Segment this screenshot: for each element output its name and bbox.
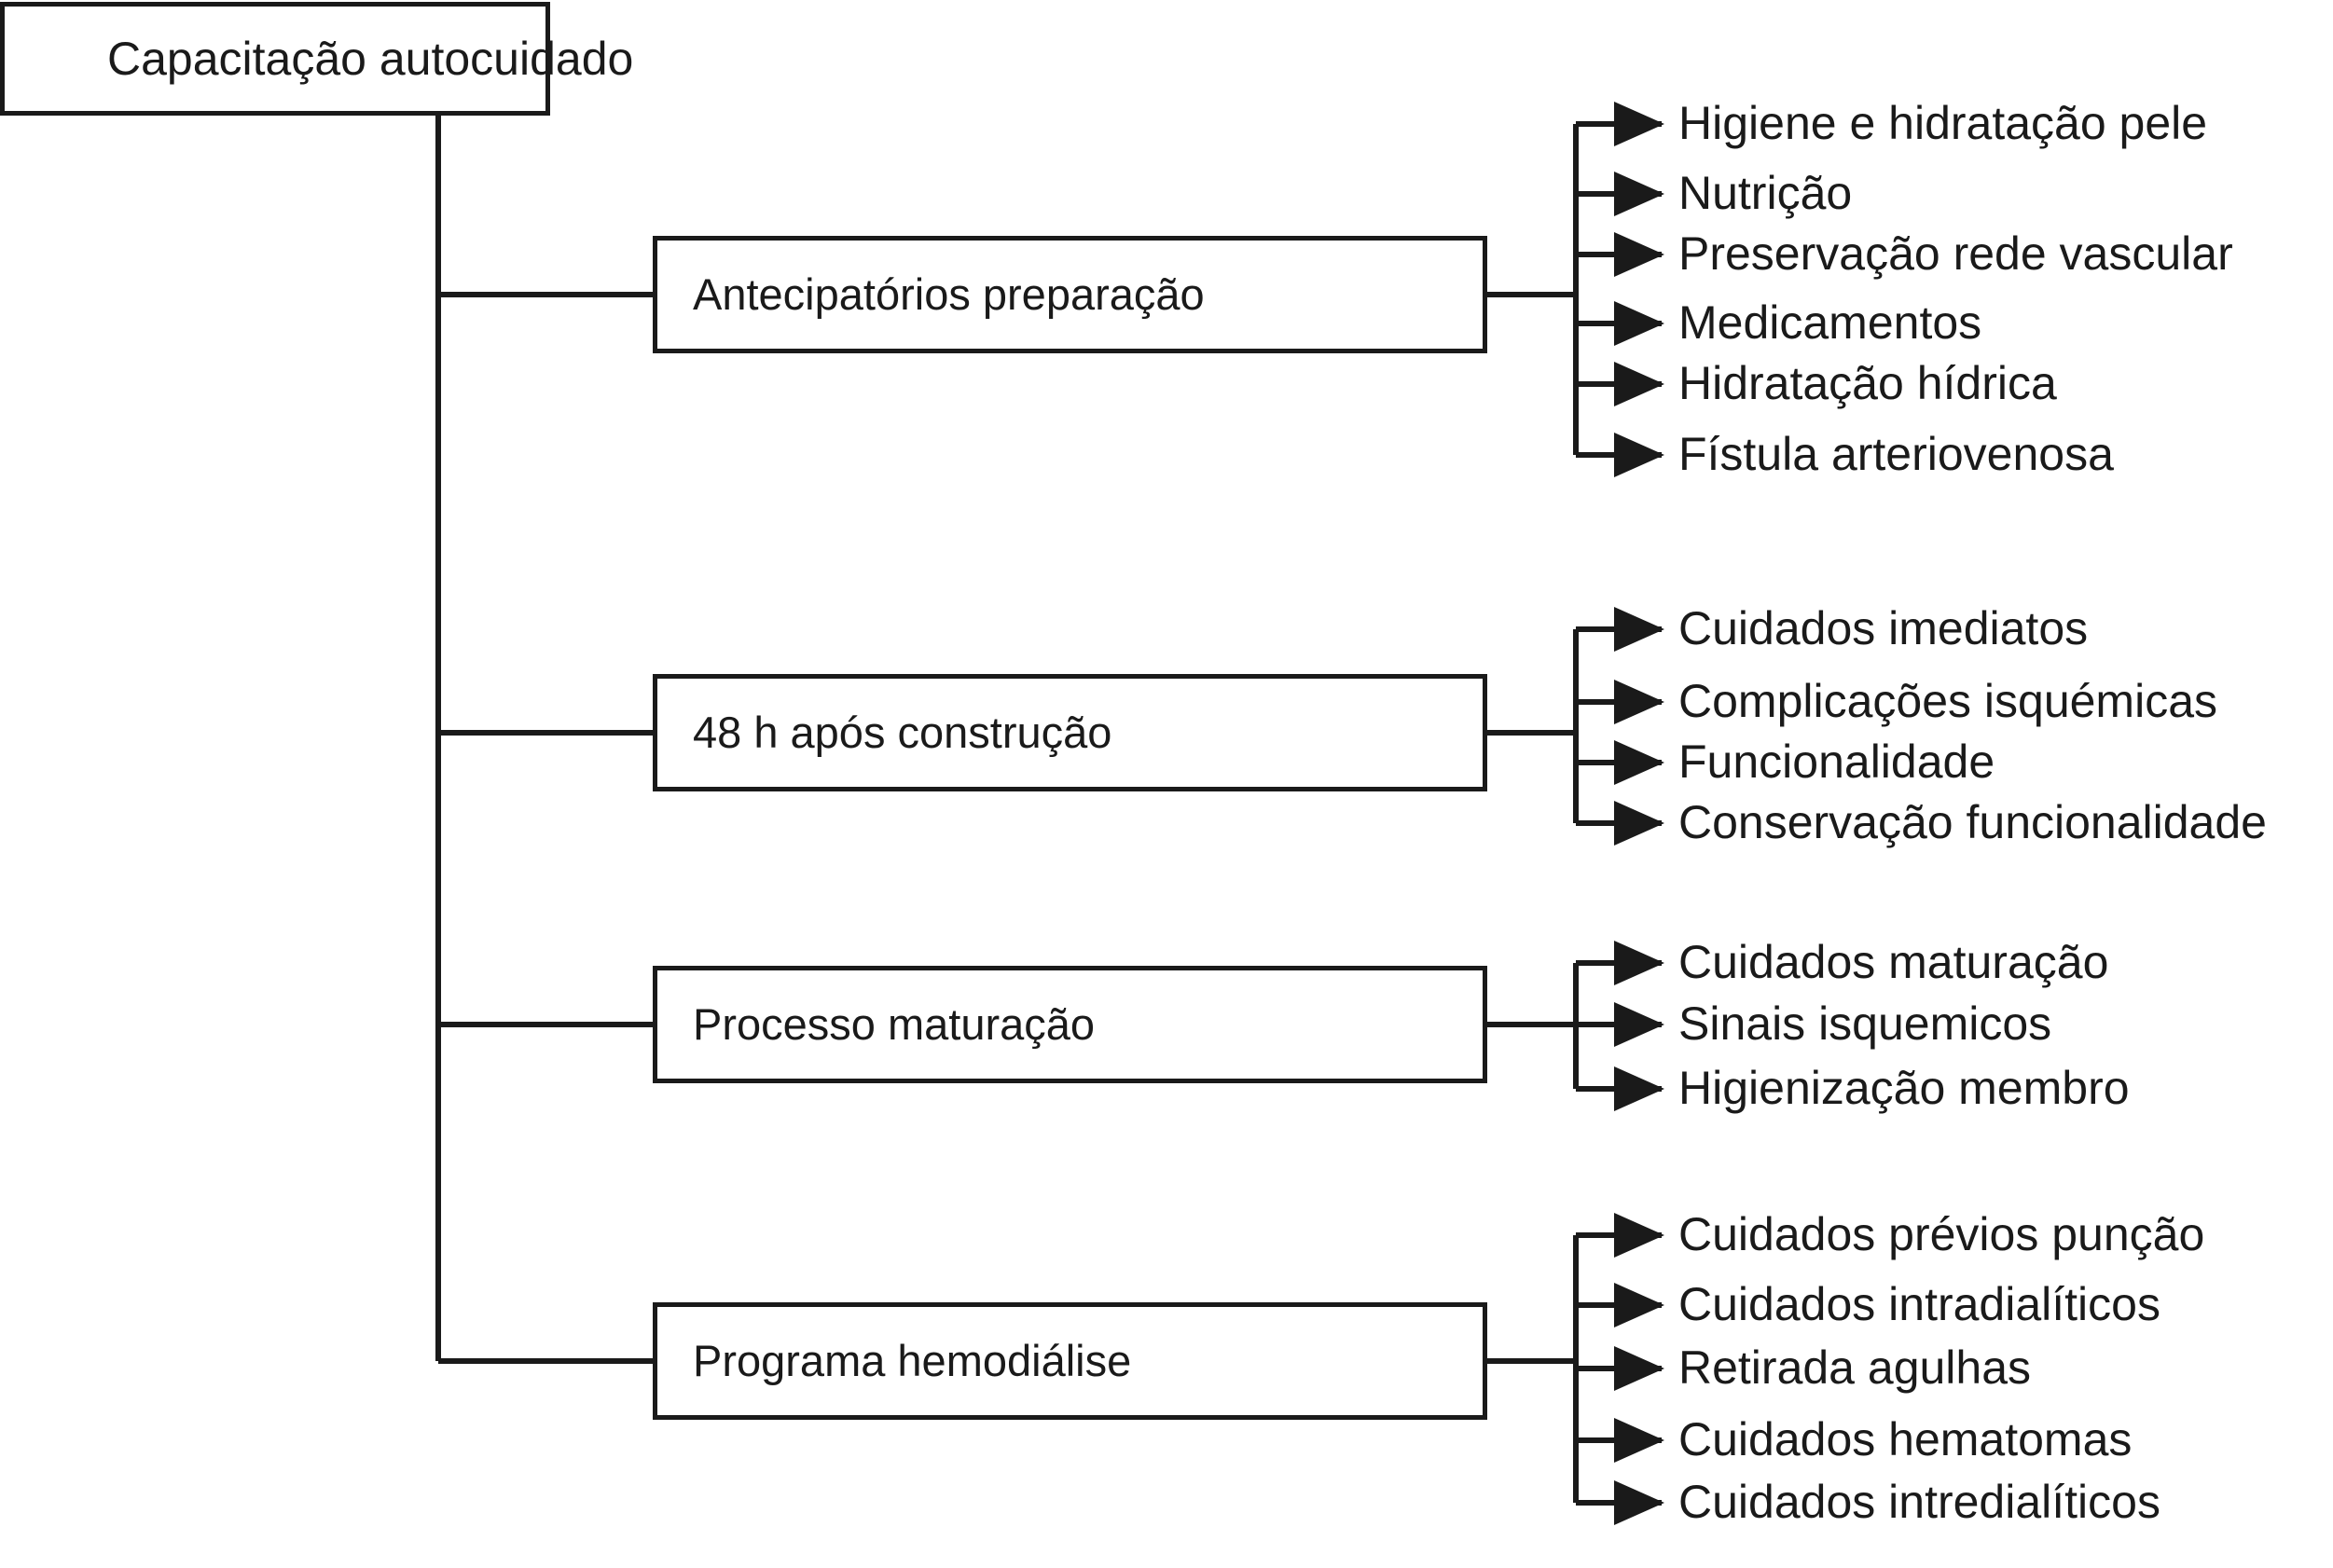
leaf-label-2-1: Sinais isquemicos <box>1678 997 2052 1050</box>
leaf-label-0-5: Fístula arteriovenosa <box>1678 428 2114 480</box>
branch-node-0[interactable]: Antecipatórios preparação <box>653 236 1487 353</box>
branch-node-label: Antecipatórios preparação <box>693 269 1205 320</box>
leaf-label-3-3: Cuidados hematomas <box>1678 1413 2133 1465</box>
leaf-label-0-3: Medicamentos <box>1678 296 1982 349</box>
leaf-label-1-1: Complicações isquémicas <box>1678 675 2218 727</box>
root-node-capacitacao-autocuidado[interactable]: Capacitação autocuidado <box>0 2 633 116</box>
leaf-label-0-1: Nutrição <box>1678 167 1853 219</box>
leaf-label-2-2: Higienização membro <box>1678 1062 2130 1114</box>
leaf-label-3-1: Cuidados intradialíticos <box>1678 1278 2160 1330</box>
leaf-label-3-2: Retirada agulhas <box>1678 1341 2032 1394</box>
branch-node-3[interactable]: Programa hemodiálise <box>653 1302 1487 1420</box>
leaf-label-1-2: Funcionalidade <box>1678 736 1995 788</box>
branch-node-label: Processo maturação <box>693 999 1096 1050</box>
branch-node-label: Programa hemodiálise <box>693 1336 1132 1386</box>
leaf-label-0-2: Preservação rede vascular <box>1678 227 2233 280</box>
branch-node-1[interactable]: 48 h após construção <box>653 674 1487 791</box>
leaf-label-3-0: Cuidados prévios punção <box>1678 1208 2205 1260</box>
leaf-label-2-0: Cuidados maturação <box>1678 936 2109 988</box>
leaf-label-1-0: Cuidados imediatos <box>1678 602 2089 654</box>
branch-node-label: 48 h após construção <box>693 708 1112 758</box>
root-node-label: Capacitação autocuidado <box>107 33 634 85</box>
leaf-label-3-4: Cuidados intredialíticos <box>1678 1476 2160 1528</box>
leaf-label-0-4: Hidratação hídrica <box>1678 357 2057 409</box>
leaf-label-1-3: Conservação funcionalidade <box>1678 796 2267 848</box>
branch-node-2[interactable]: Processo maturação <box>653 966 1487 1083</box>
leaf-label-0-0: Higiene e hidratação pele <box>1678 97 2208 149</box>
